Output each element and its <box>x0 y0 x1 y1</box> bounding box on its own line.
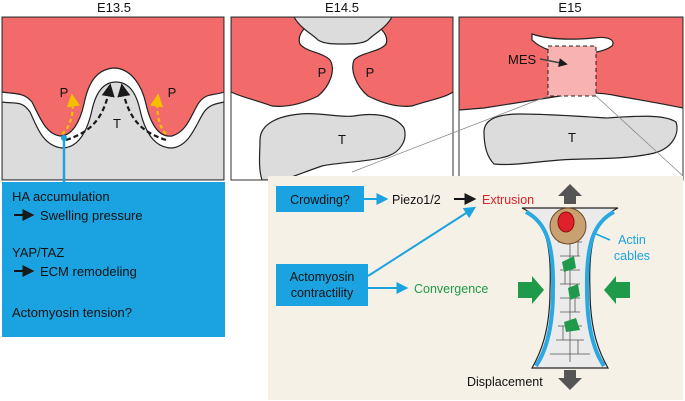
converging-cell-2 <box>568 284 580 300</box>
actin-label-2: cables <box>614 249 650 263</box>
actin-cable-right <box>584 210 615 368</box>
box-line-1: HA accumulation <box>12 189 110 204</box>
tongue-label: T <box>113 116 121 131</box>
growth-arrow-left <box>61 93 81 135</box>
palate-tissue <box>2 17 224 137</box>
palate-label-left-e14: P <box>318 65 327 80</box>
actin-pointer <box>595 233 611 241</box>
nasal-septum <box>293 17 393 45</box>
convergence-arrow-right <box>604 276 630 304</box>
stage-title-e14: E14.5 <box>325 0 359 15</box>
tongue-arrow-left <box>65 83 115 142</box>
converging-cell-1 <box>562 256 576 272</box>
blue-connector-dot <box>61 135 67 141</box>
actin-cable-left <box>525 210 556 368</box>
tongue-arrow-right <box>117 83 167 142</box>
actomyosin-to-extrusion-arrow <box>367 206 477 277</box>
panel-e14: P P T <box>231 17 453 180</box>
zoom-line-right <box>595 95 684 177</box>
actin-label-1: Actin <box>618 233 646 247</box>
panel-e15: MES T <box>459 17 683 180</box>
seam-epithelium <box>521 207 619 369</box>
palate-label-left: P <box>60 85 69 100</box>
convergence-label: Convergence <box>414 282 488 296</box>
mes-label: MES <box>508 52 537 67</box>
mechanics-box <box>2 182 225 337</box>
tongue-tissue-e15 <box>483 113 678 166</box>
panel-e13: P P T <box>2 17 224 180</box>
crowding-label: Crowding? <box>290 193 350 207</box>
converging-cell-3 <box>564 318 580 332</box>
palate-label-right-e14: P <box>366 65 375 80</box>
tongue-tissue <box>2 81 224 180</box>
growth-arrow-right <box>149 93 167 135</box>
box-line-4: ECM remodeling <box>40 264 137 279</box>
stage-title-e15: E15 <box>558 0 581 15</box>
box-line-2: Swelling pressure <box>40 208 143 223</box>
panel-e13-frame <box>1 16 225 181</box>
tongue-label-e14: T <box>338 132 346 147</box>
palate-tissue-e14 <box>231 17 453 107</box>
actomyosin-label-2: contractility <box>291 286 354 300</box>
mes-pointer <box>539 58 568 68</box>
extruding-cell <box>557 211 575 233</box>
box-line-3: YAP/TAZ <box>12 245 64 260</box>
actomyosin-box <box>276 264 368 306</box>
displacement-direction-arrow <box>558 370 582 390</box>
mes-highlight <box>547 45 597 97</box>
palate-label-right: P <box>168 85 177 100</box>
convergence-arrow-left <box>518 276 544 304</box>
crowding-box <box>276 186 364 212</box>
tongue-label-e15: T <box>568 130 576 145</box>
extrusion-direction-arrow <box>558 184 582 204</box>
extrusion-label: Extrusion <box>482 193 534 207</box>
stage-title-e13: E13.5 <box>97 0 131 15</box>
box-line-5: Actomyosin tension? <box>12 305 132 320</box>
actomyosin-label-1: Actomyosin <box>290 270 355 284</box>
displacement-label: Displacement <box>467 375 543 389</box>
zoom-line-left <box>351 95 549 173</box>
piezo-label: Piezo1/2 <box>392 193 441 207</box>
